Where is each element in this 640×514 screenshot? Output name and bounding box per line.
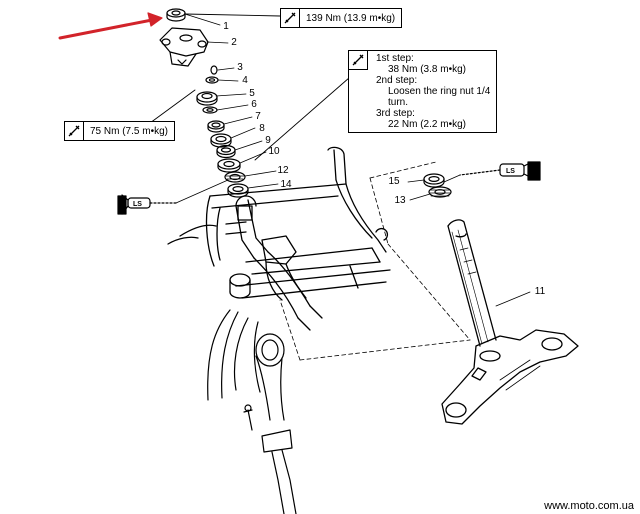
part-1-nut xyxy=(166,8,186,22)
lube-label-right: LS xyxy=(506,168,515,175)
part-number-12: 12 xyxy=(277,165,289,176)
step-2-line-1: Loosen the ring nut 1/4 xyxy=(388,86,491,97)
torque-value-left: 75 Nm (7.5 m•kg) xyxy=(90,125,168,137)
part-number-11: 11 xyxy=(534,286,546,297)
torque-wrench-icon xyxy=(349,51,368,70)
red-pointer-arrow xyxy=(58,12,163,40)
torque-steps-callout: 1st step: 38 Nm (3.8 m•kg) 2nd step: Loo… xyxy=(348,50,498,133)
part-number-3: 3 xyxy=(237,62,243,73)
lube-label-left: LS xyxy=(133,201,142,208)
part-13-bearing xyxy=(428,186,452,198)
dashed-assembly-outline xyxy=(279,161,471,361)
part-number-9: 9 xyxy=(265,135,271,146)
step-1-value: 38 Nm (3.8 m•kg) xyxy=(388,64,466,75)
step-2-title: 2nd step: xyxy=(376,75,418,86)
part-number-6: 6 xyxy=(251,99,257,110)
part-4-washer xyxy=(205,76,219,84)
frame xyxy=(167,146,391,331)
part-number-10: 10 xyxy=(268,146,280,157)
part-number-1: 1 xyxy=(223,21,229,32)
part-5-ring-nut xyxy=(196,91,218,106)
grease-gun-left xyxy=(117,179,229,215)
part-number-4: 4 xyxy=(242,75,248,86)
part-7-ring-nut xyxy=(207,120,225,133)
part-3-plug xyxy=(210,65,218,75)
torque-wrench-icon xyxy=(281,9,300,27)
part-number-13: 13 xyxy=(394,195,406,206)
fender-stay xyxy=(207,309,297,514)
torque-value-top: 139 Nm (13.9 m•kg) xyxy=(306,12,396,24)
step-2-line-2: turn. xyxy=(388,97,409,108)
part-number-2: 2 xyxy=(231,37,237,48)
torque-callout-left: 75 Nm (7.5 m•kg) xyxy=(64,121,175,141)
part-number-8: 8 xyxy=(259,123,265,134)
torque-callout-top: 139 Nm (13.9 m•kg) xyxy=(280,8,403,28)
part-2-upper-bracket xyxy=(159,27,209,67)
part-number-7: 7 xyxy=(255,111,261,122)
part-9-ring-nut xyxy=(216,144,236,159)
part-11-lower-bracket xyxy=(441,219,579,425)
part-12-bearing xyxy=(224,171,246,183)
part-15-dust-seal xyxy=(423,173,445,188)
part-6-lock-washer xyxy=(202,106,218,114)
part-number-5: 5 xyxy=(249,88,255,99)
step-3-value: 22 Nm (2.2 m•kg) xyxy=(388,119,466,130)
part-14-race xyxy=(227,183,249,198)
step-3-title: 3rd step: xyxy=(376,108,415,119)
part-number-15: 15 xyxy=(388,176,400,187)
part-number-14: 14 xyxy=(280,179,292,190)
part-10-bearing-cover xyxy=(217,158,241,173)
torque-wrench-icon xyxy=(65,122,84,140)
grease-gun-right xyxy=(443,161,541,183)
step-1-title: 1st step: xyxy=(376,53,414,64)
part-8-rubber-washer xyxy=(210,133,232,148)
watermark: www.moto.com.ua xyxy=(542,500,636,512)
